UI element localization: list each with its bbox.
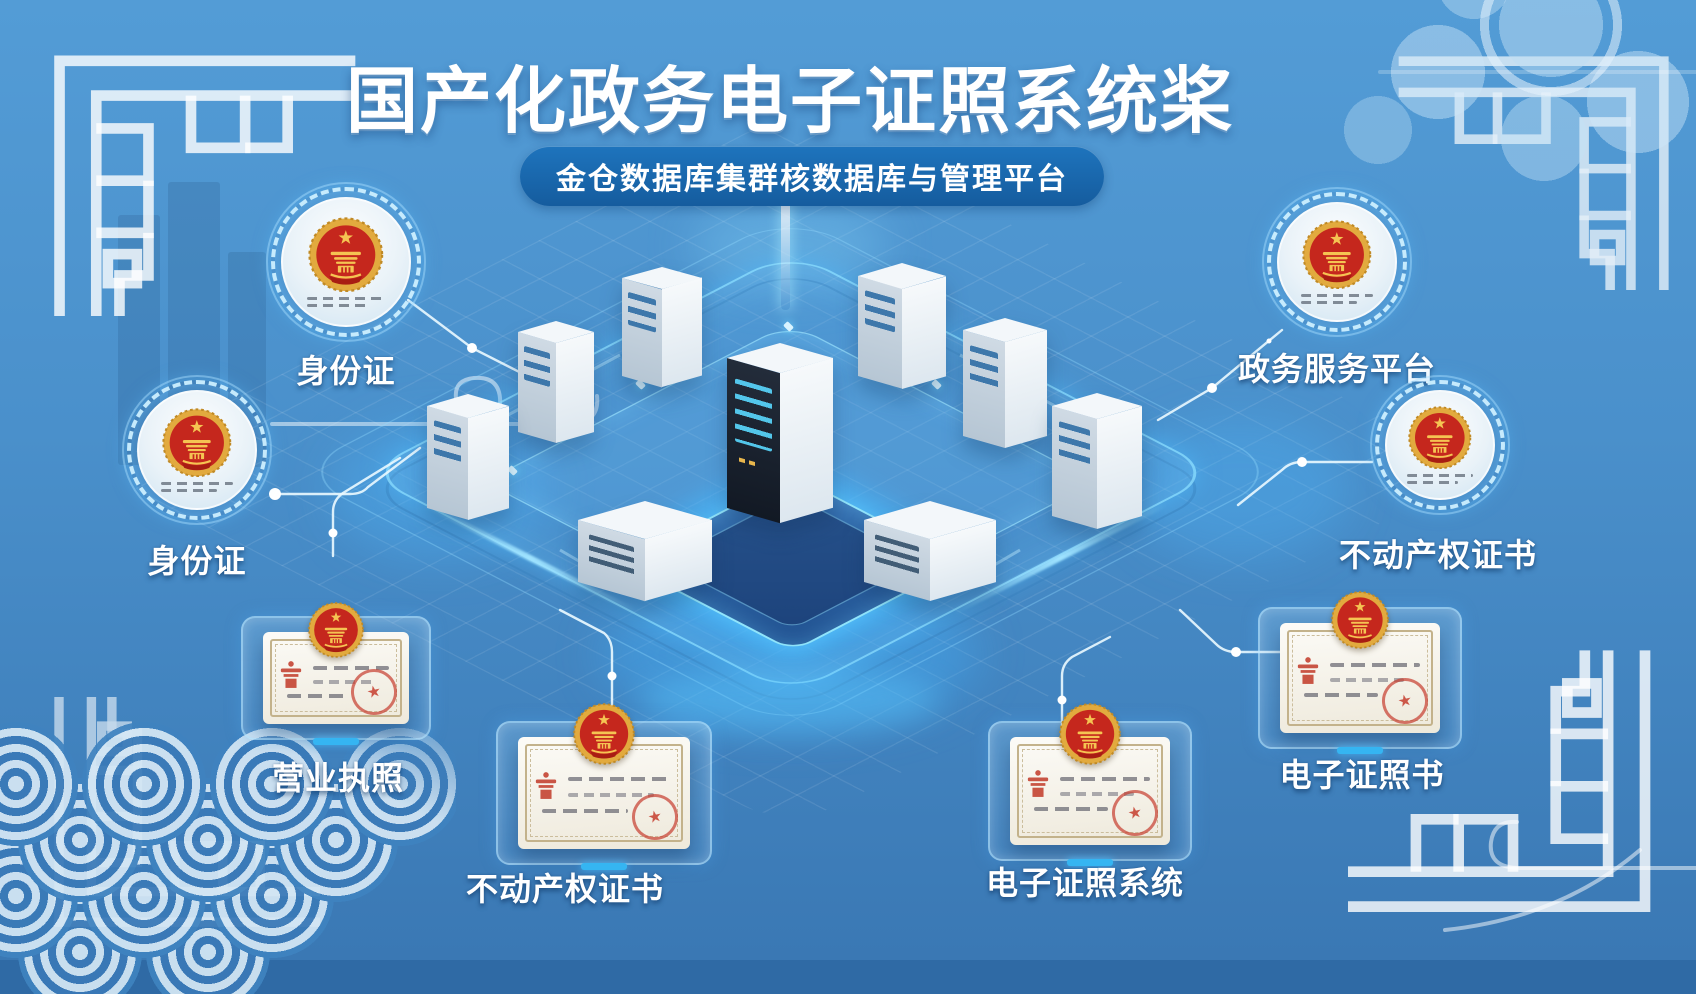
storage-unit-icon <box>864 501 996 601</box>
node-id-card-left <box>122 375 272 525</box>
document-text-lines <box>161 482 233 493</box>
server-tower-icon <box>1052 393 1142 529</box>
label-gov-service-platform: 政务服务平台 <box>1237 351 1436 387</box>
node-id-card-top <box>266 182 426 342</box>
red-emblem-stamp-icon <box>1026 769 1050 799</box>
server-tower-icon <box>427 394 509 520</box>
label-business-license: 营业执照 <box>271 760 404 796</box>
document-text-lines <box>306 297 386 308</box>
badge-face <box>1385 390 1495 500</box>
china-national-emblem-icon <box>1331 591 1389 649</box>
glow-blob <box>1130 420 1350 560</box>
glow-ring <box>266 182 426 342</box>
storage-unit-icon <box>578 501 712 602</box>
node-elicense-book <box>1258 623 1462 754</box>
china-national-emblem-icon <box>1059 703 1121 765</box>
badge-face <box>1277 202 1397 322</box>
china-national-emblem-icon <box>308 217 384 293</box>
china-national-emblem-icon <box>162 408 232 478</box>
server-tower-icon <box>858 263 946 389</box>
glow-ring <box>1370 375 1510 515</box>
glow-ring <box>122 375 272 525</box>
circuit-chip <box>783 321 794 332</box>
glow-blob <box>600 580 980 730</box>
subtitle-pill: 金仓数据库集群核数据库与管理平台 <box>520 146 1104 206</box>
circuit-chip <box>783 609 794 620</box>
document-text-lines <box>1407 474 1473 485</box>
fret-corner-top-right <box>1396 30 1696 290</box>
label-elicense-system: 电子证照系统 <box>985 865 1184 901</box>
glow-ring <box>1262 187 1412 337</box>
label-id-card-left: 身份证 <box>147 543 247 579</box>
server-tower-icon <box>963 318 1047 449</box>
china-national-emblem-icon <box>308 602 364 658</box>
label-elicense-book: 电子证照书 <box>1279 757 1445 793</box>
red-emblem-stamp-icon <box>279 660 303 690</box>
document-text-lines <box>1301 294 1373 305</box>
node-elicense-system <box>988 737 1192 866</box>
server-tower-icon <box>622 267 702 388</box>
node-gov-service-platform <box>1262 187 1412 337</box>
label-property-cert-bottom: 不动产权证书 <box>465 871 664 907</box>
node-property-cert-right <box>1370 375 1510 515</box>
label-property-cert-right: 不动产权证书 <box>1338 537 1537 573</box>
node-property-cert-bottom <box>496 737 712 870</box>
badge-face <box>137 390 257 510</box>
page-title: 国产化政务电子证照系统桨 <box>345 62 1235 142</box>
badge-face <box>281 197 411 327</box>
poster-canvas: { "title": "国产化政务电子证照系统桨", "subtitle": "… <box>0 0 1696 960</box>
red-emblem-stamp-icon <box>1296 656 1320 686</box>
label-id-card-top: 身份证 <box>296 353 396 389</box>
server-tower-icon <box>518 321 594 443</box>
china-national-emblem-icon <box>573 703 635 765</box>
china-national-emblem-icon <box>1302 220 1372 290</box>
core-database-server-icon <box>727 343 833 524</box>
china-national-emblem-icon <box>1408 406 1472 470</box>
node-business-license <box>241 632 431 745</box>
red-emblem-stamp-icon <box>534 771 558 801</box>
